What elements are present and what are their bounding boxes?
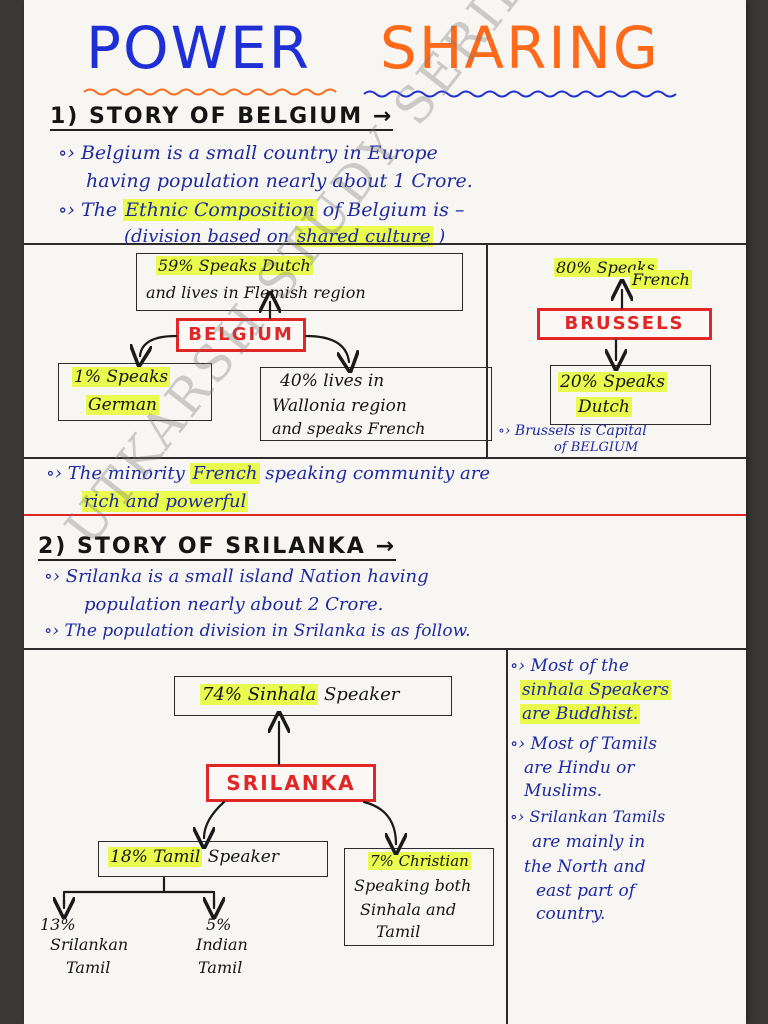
german-line2: German	[86, 395, 159, 415]
belgium-center-box: BELGIUM	[176, 318, 306, 352]
german-highlight-2: German	[86, 395, 159, 415]
srilanka-bullet2: ∘› The population division in Srilanka i…	[44, 621, 471, 641]
brussels-dutch-box	[550, 365, 711, 425]
note1-sinhala-highlight: sinhala Speakers	[520, 680, 672, 700]
section-divider-red	[24, 514, 746, 516]
christian-line2: Speaking both	[354, 876, 472, 895]
title-underlines	[83, 88, 677, 98]
belgium-bullet2-line2: (division based on shared culture )	[124, 226, 445, 247]
sinhala-box	[174, 676, 452, 716]
srilanka-diagram-divider	[506, 648, 508, 1024]
belgium-heading: 1) STORY OF BELGIUM →	[50, 104, 394, 131]
capital-line2: of BELGIUM	[554, 440, 639, 455]
minority-rich-highlight: rich and powerful	[82, 491, 249, 512]
lankan-tamil-line1: 13%	[40, 915, 76, 934]
wallonia-line2: Wallonia region	[272, 396, 407, 416]
indian-tamil-line3: Tamil	[198, 958, 243, 977]
ethnic-composition-highlight: Ethnic Composition	[123, 199, 317, 221]
note1-line3: are Buddhist.	[520, 704, 641, 724]
christian-line3: Sinhala and	[360, 900, 457, 919]
brussels-dutch-line2: Dutch	[576, 397, 632, 417]
brussels-french-line2: French	[630, 270, 692, 289]
lankan-tamil-line3: Tamil	[66, 958, 111, 977]
lankan-tamil-line2: Srilankan	[50, 935, 129, 954]
christian-highlight: 7% Christian	[368, 852, 471, 870]
dutch-line2: and lives in Flemish region	[146, 283, 366, 302]
minority-line2: rich and powerful	[82, 491, 249, 512]
dutch-highlight: 59% Speaks Dutch	[156, 256, 313, 275]
german-line1: 1% Speaks	[72, 367, 171, 387]
minority-post: speaking community are	[265, 463, 490, 484]
minority-line1: ∘› The minority French speaking communit…	[46, 463, 490, 484]
note3-line4: east part of	[536, 881, 636, 901]
belgium-bullet2-line1: ∘› The Ethnic Composition of Belgium is …	[58, 199, 464, 221]
belgium-diagram-bottom-rule	[24, 457, 746, 459]
note1-line1: ∘› Most of the	[510, 656, 629, 676]
shared-culture-highlight: shared culture	[294, 226, 433, 247]
sinhala-highlight: 74% Sinhala	[200, 684, 319, 705]
sinhala-text: 74% Sinhala Speaker	[200, 684, 399, 705]
german-highlight-1: 1% Speaks	[72, 367, 171, 387]
srilanka-diagram-top-rule	[24, 648, 746, 650]
belgium-bullet2-line2-pre: (division based on	[124, 226, 290, 247]
srilanka-bullet1-line2: population nearly about 2 Crore.	[84, 594, 384, 615]
brussels-dutch-line1: 20% Speaks	[558, 372, 667, 392]
belgium-diagram-divider	[486, 243, 488, 458]
note1-line2: sinhala Speakers	[520, 680, 672, 700]
arrow-srilanka-to-tamil	[204, 800, 226, 838]
note3-line1: ∘› Srilankan Tamils	[510, 807, 666, 826]
belgium-bullet2-post: of Belgium is –	[322, 199, 465, 221]
indian-tamil-line2: Indian	[196, 935, 248, 954]
srilanka-center-box: SRILANKA	[206, 764, 376, 802]
note2-line3: Muslims.	[524, 781, 603, 801]
dutch-box	[136, 253, 463, 311]
belgium-bullet2-pre: ∘› The	[58, 199, 118, 221]
tamil-post: Speaker	[207, 847, 279, 867]
branch-tamil-split	[62, 876, 216, 908]
belgium-bullet2-line2-post: )	[438, 226, 446, 247]
tamil-highlight: 18% Tamil	[108, 847, 203, 867]
tamil-text: 18% Tamil Speaker	[108, 847, 279, 867]
minority-french-highlight: French	[190, 463, 260, 484]
arrow-srilanka-to-christian	[362, 800, 396, 844]
belgium-diagram-top-rule	[24, 243, 746, 245]
sinhala-post: Speaker	[323, 684, 400, 705]
wallonia-box	[260, 367, 492, 441]
brussels-dutch-highlight-2: Dutch	[576, 397, 632, 417]
wallonia-line3: and speaks French	[272, 419, 426, 438]
wallonia-line1: 40% lives in	[280, 371, 385, 391]
notes-page: POWER SHARING 1) STORY OF BELGIUM → ∘› B…	[24, 0, 746, 1024]
note3-line5: country.	[536, 904, 606, 924]
belgium-bullet1-line1: ∘› Belgium is a small country in Europe	[58, 142, 438, 164]
belgium-bullet1-line2: having population nearly about 1 Crore.	[86, 170, 473, 192]
brussels-dutch-highlight-1: 20% Speaks	[558, 372, 667, 392]
capital-line1: ∘› Brussels is Capital	[498, 423, 647, 439]
christian-line1: 7% Christian	[368, 852, 471, 870]
note1-buddhist-highlight: are Buddhist.	[520, 704, 641, 724]
dutch-line1: 59% Speaks Dutch	[156, 256, 313, 275]
brussels-french-highlight-2: French	[630, 270, 692, 289]
note2-line1: ∘› Most of Tamils	[510, 734, 657, 754]
brussels-center-box: BRUSSELS	[537, 308, 712, 340]
note2-line2: are Hindu or	[524, 758, 635, 778]
note3-line2: are mainly in	[532, 832, 646, 852]
srilanka-heading: 2) STORY OF SRILANKA →	[38, 534, 396, 561]
arrow-belgium-to-wallonia	[304, 334, 349, 362]
srilanka-bullet1-line1: ∘› Srilanka is a small island Nation hav…	[44, 566, 429, 587]
arrow-belgium-to-german	[140, 334, 178, 356]
indian-tamil-line1: 5%	[206, 915, 232, 934]
minority-pre: ∘› The minority	[46, 463, 185, 484]
christian-line4: Tamil	[376, 922, 421, 941]
christian-box	[344, 848, 494, 946]
title-power: POWER	[86, 14, 311, 82]
title-sharing: SHARING	[380, 14, 660, 82]
note3-line3: the North and	[524, 857, 646, 877]
